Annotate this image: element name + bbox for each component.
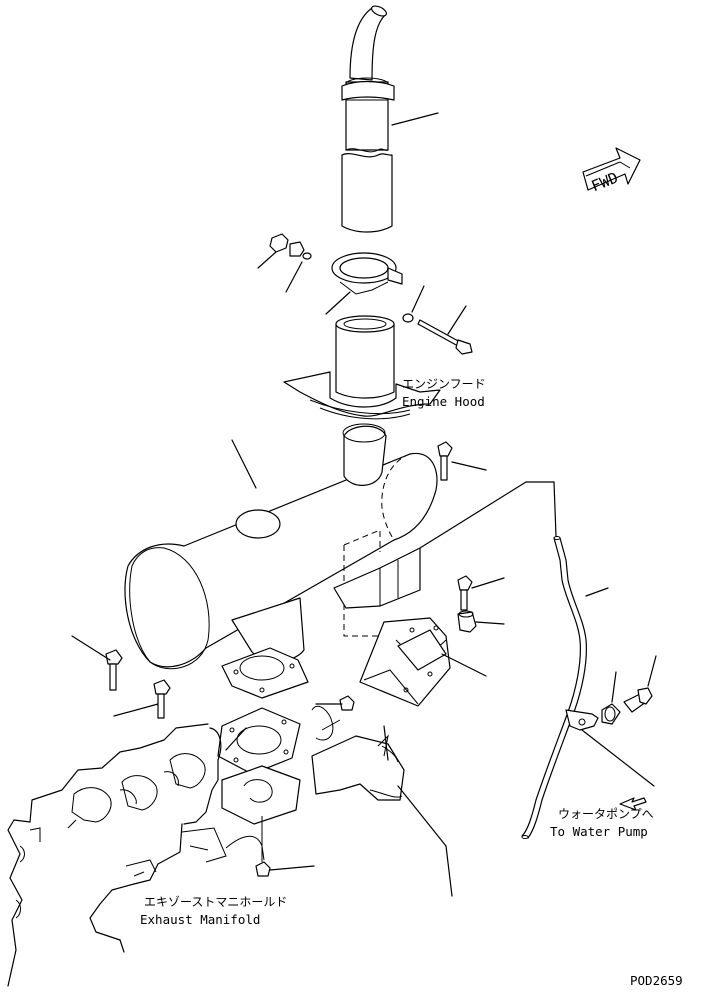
muffler (124, 423, 438, 670)
bracket-nut (339, 695, 355, 711)
water-pump-label-jp: ウォータポンプへ (558, 807, 654, 821)
tube-clip (565, 709, 599, 731)
water-pump-tube (521, 536, 587, 839)
exhaust-manifold (221, 705, 405, 825)
muffler-support-bracket (359, 617, 451, 707)
clamp-bolt (402, 313, 473, 355)
flange-bolt-left-2 (153, 679, 171, 719)
water-pump-label-en: To Water Pump (550, 824, 648, 839)
fwd-arrow (582, 147, 641, 191)
flange-bolt-left-1 (105, 649, 123, 691)
engine-block (7, 723, 265, 987)
clamp-nuts (269, 233, 312, 260)
muffler-inlet-elbow (221, 597, 309, 699)
to-water-pump-arrow-icon (619, 797, 647, 811)
bracket-spacer (457, 610, 477, 633)
tube-spacer (601, 703, 621, 725)
engine-hood-stack-flange (283, 315, 441, 420)
exhaust-pipe (341, 5, 395, 233)
engine-hood-label-jp: エンジンフード (402, 377, 486, 391)
tube-clip-bolt (623, 687, 653, 713)
drawing-number: POD2659 (630, 973, 683, 988)
manifold-nut (255, 816, 271, 877)
engine-hood-label-en: Engine Hood (402, 394, 485, 409)
bracket-bolt (457, 575, 473, 611)
pipe-clamp (331, 252, 403, 295)
muffler-leader (231, 439, 257, 489)
pipe-leader (391, 112, 439, 126)
exhaust-manifold-label-jp: エキゾーストマニホールド (144, 895, 287, 909)
exhaust-gasket (217, 707, 301, 775)
exhaust-manifold-label-en: Exhaust Manifold (140, 912, 260, 927)
muffler-bracket-upper (333, 547, 421, 609)
muffler-bolt-top (437, 441, 453, 481)
